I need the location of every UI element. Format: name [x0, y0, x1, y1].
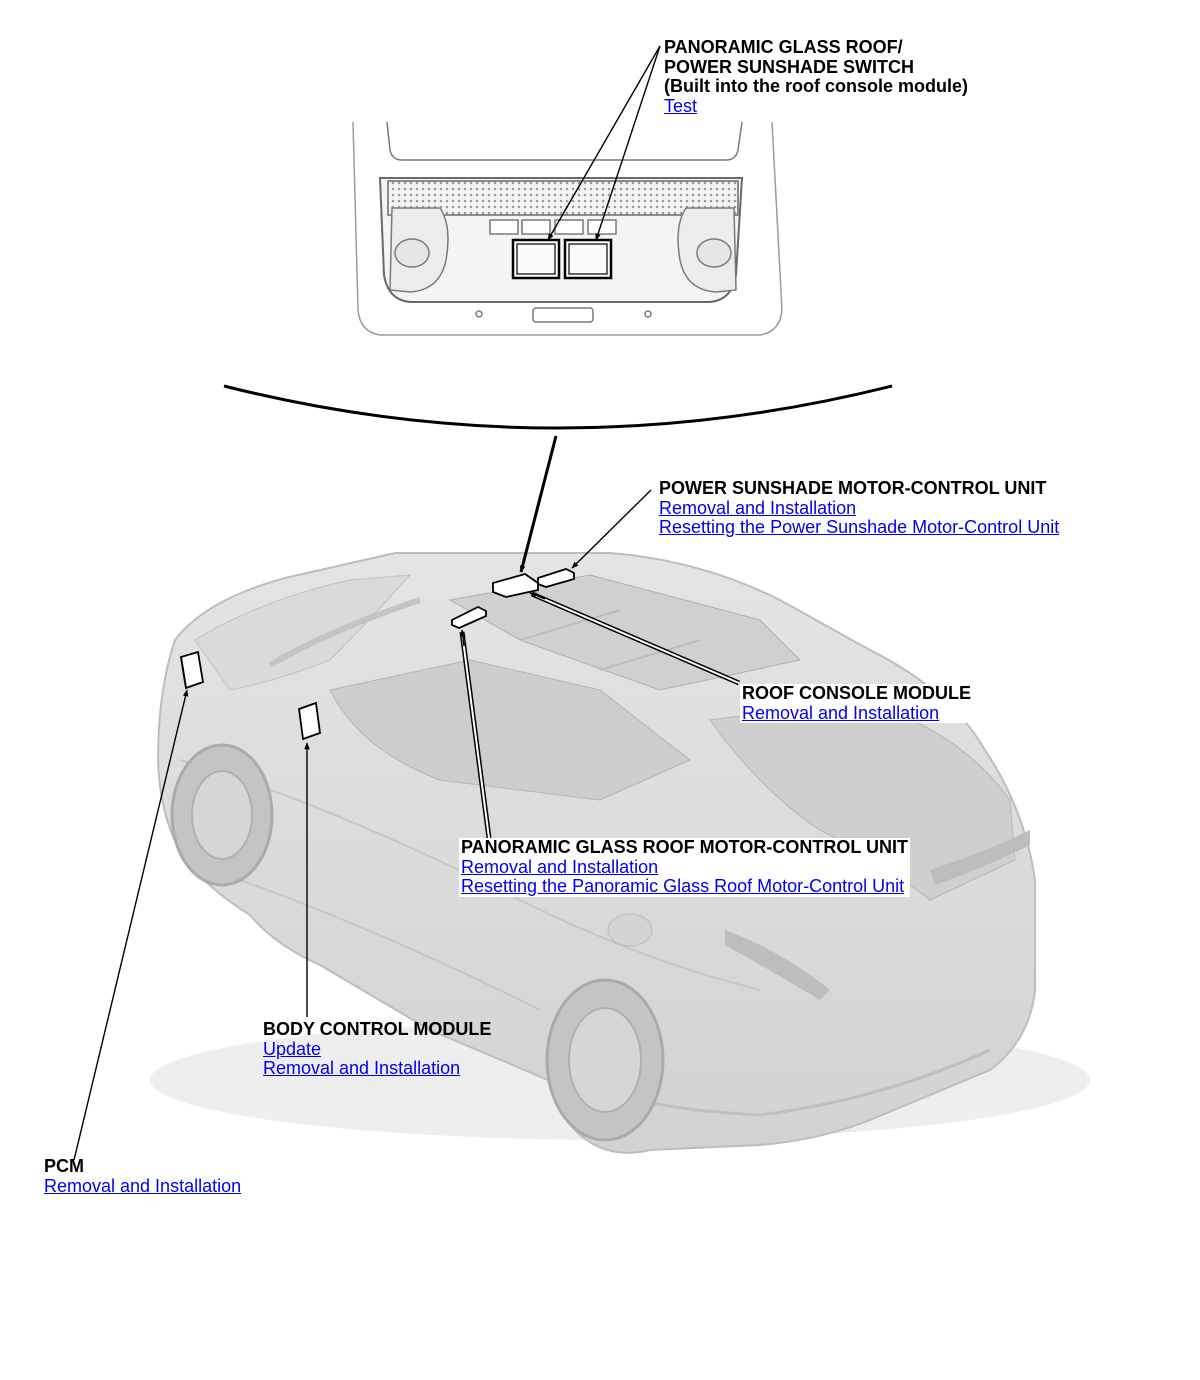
inset-separator-arc — [223, 384, 893, 430]
right-lamp — [696, 238, 732, 268]
sunshade-unit-title: POWER SUNSHADE MOTOR-CONTROL UNIT — [659, 478, 1047, 498]
roof-console-removal-link[interactable]: Removal and Installation — [742, 702, 940, 723]
glass-roof-motor-unit — [451, 605, 487, 629]
callout-roof-console: ROOF CONSOLE MODULE Removal and Installa… — [740, 683, 973, 723]
callout-switch: PANORAMIC GLASS ROOF/ POWER SUNSHADE SWI… — [664, 37, 968, 116]
roof-console-inset — [352, 121, 783, 336]
sunshade-motor-unit — [537, 568, 575, 588]
glass-roof-reset-link[interactable]: Resetting the Panoramic Glass Roof Motor… — [461, 876, 905, 896]
pcm-title: PCM — [44, 1156, 84, 1176]
bcm-title: BODY CONTROL MODULE — [263, 1019, 492, 1039]
component-markers — [179, 568, 575, 741]
sunshade-reset-link[interactable]: Resetting the Power Sunshade Motor-Contr… — [659, 517, 1060, 537]
switch-title-line2: POWER SUNSHADE SWITCH — [664, 56, 915, 77]
callout-bcm: BODY CONTROL MODULE Update Removal and I… — [263, 1019, 492, 1079]
roof-console-module — [492, 573, 539, 598]
roof-console-title: ROOF CONSOLE MODULE — [742, 683, 971, 703]
switch-title-line3: (Built into the roof console module) — [664, 76, 968, 96]
leader-lines — [73, 45, 740, 1161]
console-grille — [387, 180, 739, 216]
sunshade-removal-link[interactable]: Removal and Installation — [659, 497, 857, 518]
callout-glass-roof-unit: PANORAMIC GLASS ROOF MOTOR-CONTROL UNIT … — [459, 837, 910, 897]
bcm-removal-link[interactable]: Removal and Installation — [263, 1058, 461, 1078]
switch-test-link[interactable]: Test — [664, 95, 698, 116]
switch-title-line1: PANORAMIC GLASS ROOF/ — [664, 37, 903, 57]
left-lamp — [394, 238, 430, 268]
bcm-update-link[interactable]: Update — [263, 1038, 322, 1059]
callout-sunshade-unit: POWER SUNSHADE MOTOR-CONTROL UNIT Remova… — [659, 478, 1060, 538]
bcm-box — [298, 701, 321, 741]
glass-roof-removal-link[interactable]: Removal and Installation — [461, 856, 659, 877]
callout-pcm: PCM Removal and Installation — [44, 1156, 242, 1196]
glass-roof-unit-title: PANORAMIC GLASS ROOF MOTOR-CONTROL UNIT — [461, 837, 908, 857]
pcm-removal-link[interactable]: Removal and Installation — [44, 1175, 242, 1196]
